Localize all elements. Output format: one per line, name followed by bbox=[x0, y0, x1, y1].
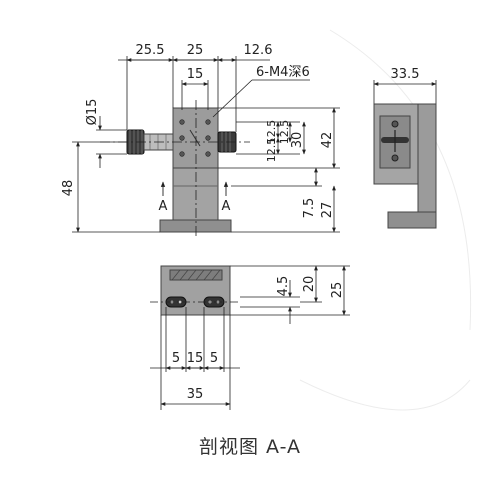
vertical-body bbox=[172, 167, 219, 221]
diameter-dim bbox=[96, 116, 127, 168]
dim-33-5: 33.5 bbox=[391, 67, 420, 82]
dim-4-5: 4.5 bbox=[276, 276, 291, 297]
section-mark-left: A bbox=[159, 199, 168, 214]
right-dimensions bbox=[218, 107, 340, 233]
dim-5-left: 5 bbox=[172, 351, 180, 366]
watermark-arcs bbox=[299, 29, 472, 411]
hole-callout: 6-M4深6 bbox=[256, 65, 310, 80]
center-marks bbox=[189, 129, 201, 147]
dim-48: 48 bbox=[61, 180, 76, 197]
section-hatch bbox=[169, 269, 223, 281]
side-vertical-wall bbox=[417, 103, 437, 229]
dim-25-section: 25 bbox=[330, 282, 345, 299]
side-view bbox=[373, 80, 437, 229]
front-view bbox=[100, 100, 250, 238]
top-dimensions bbox=[118, 56, 310, 132]
dim-12-5-c: 12.5 bbox=[278, 120, 291, 145]
section-view bbox=[150, 265, 240, 316]
section-right-dimensions bbox=[230, 265, 350, 324]
dim-30: 30 bbox=[290, 132, 305, 149]
section-mark-right: A bbox=[222, 199, 231, 214]
dim-5-right: 5 bbox=[210, 351, 218, 366]
section-caption: 剖视图 A-A bbox=[198, 436, 302, 458]
dim-27: 27 bbox=[320, 202, 335, 219]
section-bottom-dimensions bbox=[150, 307, 240, 410]
side-foot bbox=[387, 211, 437, 229]
dim-42: 42 bbox=[320, 132, 335, 149]
dim-12-5-a: 12.5 bbox=[265, 120, 278, 145]
dim-35: 35 bbox=[187, 387, 204, 402]
dim-12-6: 12.6 bbox=[244, 43, 273, 58]
dim-12-5-b: 12.5 bbox=[265, 138, 278, 163]
dim-7-5: 7.5 bbox=[302, 198, 317, 219]
height-48-dim bbox=[72, 141, 160, 233]
dim-25: 25 bbox=[187, 43, 204, 58]
dim-25-5: 25.5 bbox=[136, 43, 165, 58]
dim-20: 20 bbox=[302, 276, 317, 293]
base-plate bbox=[159, 219, 232, 233]
section-arrows bbox=[160, 181, 229, 196]
dim-15-section: 15 bbox=[187, 351, 204, 366]
mounting-holes bbox=[179, 119, 211, 157]
dim-diameter-15: Ø15 bbox=[85, 99, 100, 126]
dim-15: 15 bbox=[187, 67, 204, 82]
